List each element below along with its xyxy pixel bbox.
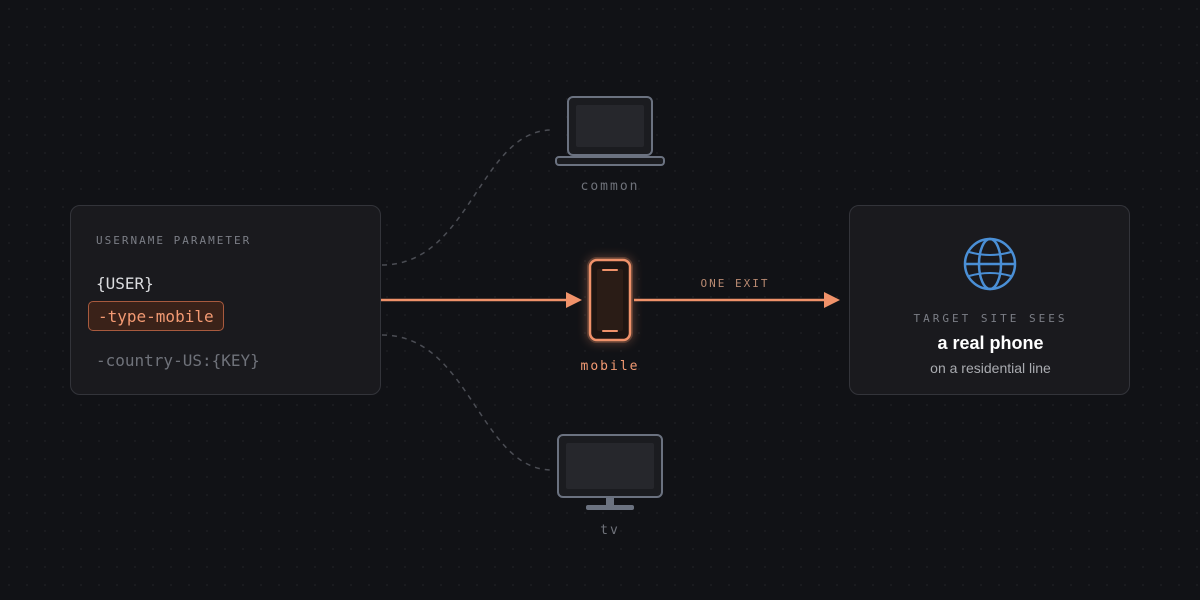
- username-parameter-card: USERNAME PARAMETER {USER} -type-mobile -…: [70, 205, 381, 395]
- globe-icon: [963, 237, 1017, 291]
- dashed-connector-tv: [381, 334, 553, 471]
- phone-icon: [587, 257, 633, 343]
- arrow-head-target: [824, 292, 840, 308]
- param-type-highlight: -type-mobile: [88, 301, 224, 331]
- tv-icon: [557, 434, 663, 510]
- device-label-mobile: mobile: [580, 359, 640, 374]
- arrow-head-mobile: [566, 292, 582, 308]
- dashed-connector-common: [381, 129, 553, 266]
- target-sub-text: on a residential line: [930, 360, 1051, 376]
- card-title: USERNAME PARAMETER: [96, 234, 252, 247]
- target-site-card: TARGET SITE SEES a real phone on a resid…: [849, 205, 1130, 395]
- target-title: TARGET SITE SEES: [913, 312, 1068, 325]
- param-country: -country-US:{KEY}: [96, 351, 260, 370]
- device-label-tv: tv: [600, 523, 620, 538]
- device-label-common: common: [580, 179, 640, 194]
- laptop-icon: [555, 96, 665, 166]
- exit-label: ONE EXIT: [700, 277, 770, 290]
- target-main-text: a real phone: [937, 333, 1044, 353]
- param-user: {USER}: [96, 274, 154, 293]
